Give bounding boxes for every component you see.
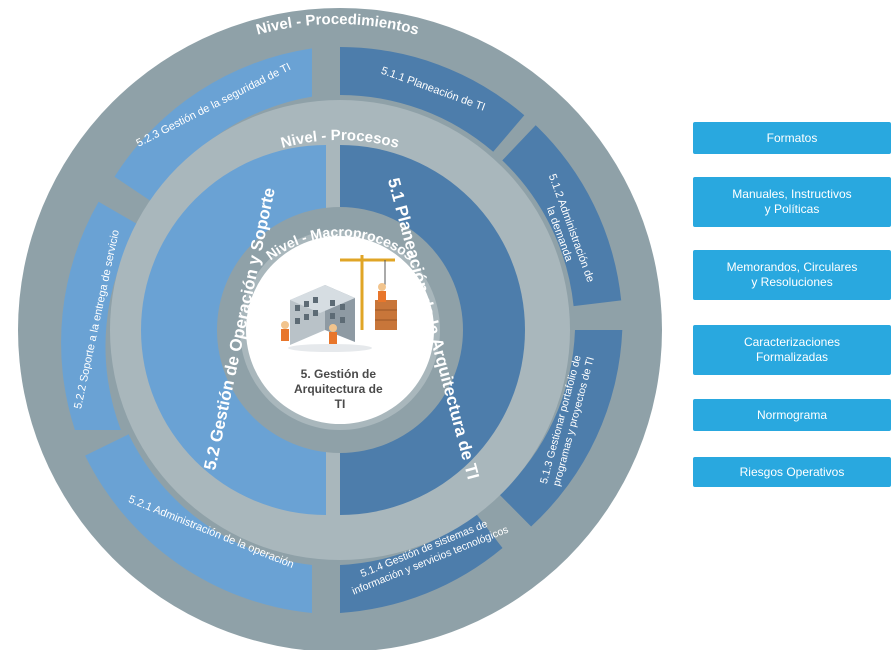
segment-5-2-3[interactable]	[114, 48, 313, 203]
segment-5-1-4[interactable]	[340, 513, 503, 613]
process-wheel-diagram: Nivel - Procedimientos Nivel - Procesos …	[18, 8, 662, 650]
segment-5-2-1[interactable]	[85, 434, 312, 613]
formatos-button[interactable]: Formatos	[693, 122, 891, 154]
riesgos-operativos-button[interactable]: Riesgos Operativos	[693, 457, 891, 487]
caracterizaciones-button[interactable]: Caracterizaciones Formalizadas	[693, 325, 891, 375]
segment-5-1-3[interactable]	[499, 330, 623, 527]
normograma-button[interactable]: Normograma	[693, 399, 891, 431]
manuales-button[interactable]: Manuales, Instructivos y Políticas	[693, 177, 891, 227]
memorandos-button[interactable]: Memorandos, Circulares y Resoluciones	[693, 250, 891, 300]
center-label: 5. Gestión de Arquitectura de TI	[294, 367, 386, 411]
segment-5-1-1[interactable]	[340, 46, 525, 152]
segment-5-2-2[interactable]	[61, 201, 140, 430]
construction-illustration	[281, 255, 397, 352]
segment-5-1-2[interactable]	[502, 125, 622, 307]
